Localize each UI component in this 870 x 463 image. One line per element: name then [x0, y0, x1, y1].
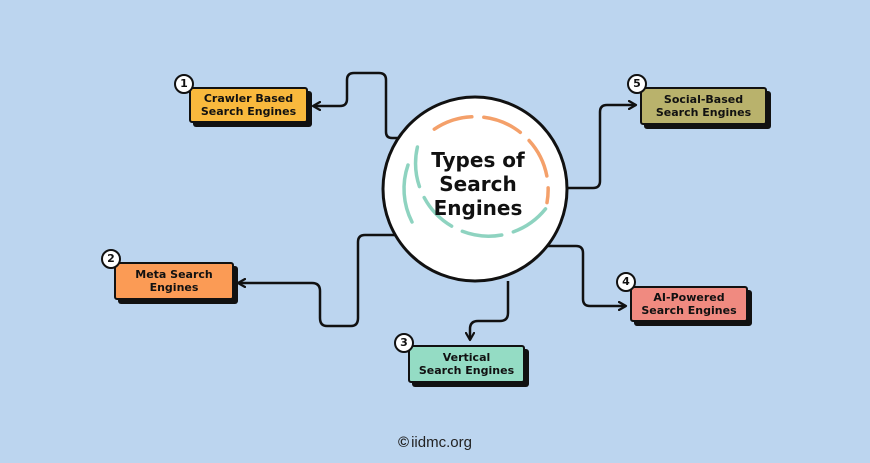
- center-title: Types of Search Engines: [431, 148, 525, 220]
- node-social-based-search-engines: Social-Based Search Engines: [640, 87, 767, 125]
- footer-credit: ©iidmc.org: [0, 434, 870, 451]
- node-ai-powered-search-engines: AI-Powered Search Engines: [630, 286, 748, 322]
- connector-crawler: [313, 71, 398, 140]
- center-ring-teal: [413, 140, 548, 238]
- footer-text: iidmc.org: [411, 434, 472, 451]
- center-circle: [381, 95, 569, 283]
- node-number-badge: 5: [627, 74, 647, 94]
- node-label: AI-Powered Search Engines: [641, 291, 737, 317]
- connector-vertical: [470, 281, 510, 340]
- node-label: Meta Search Engines: [135, 268, 213, 294]
- node-label: Crawler Based Search Engines: [200, 92, 297, 118]
- node-crawler-based-search-engines: Crawler Based Search Engines: [189, 87, 308, 123]
- node-number-badge: 1: [174, 74, 194, 94]
- copyright-icon: ©: [398, 434, 410, 451]
- node-number-badge: 4: [616, 272, 636, 292]
- node-label: Vertical Search Engines: [418, 351, 515, 377]
- connector-ai: [547, 244, 626, 306]
- connector-meta: [238, 233, 403, 328]
- center-ring-orange: [432, 114, 550, 205]
- node-label: Social-Based Search Engines: [655, 93, 752, 119]
- connector-social: [565, 105, 636, 190]
- node-number-badge: 2: [101, 249, 121, 269]
- node-vertical-search-engines: Vertical Search Engines: [408, 345, 525, 383]
- node-meta-search-engines: Meta Search Engines: [114, 262, 234, 300]
- node-number-badge: 3: [394, 333, 414, 353]
- center-ring-teal-left: [402, 163, 414, 224]
